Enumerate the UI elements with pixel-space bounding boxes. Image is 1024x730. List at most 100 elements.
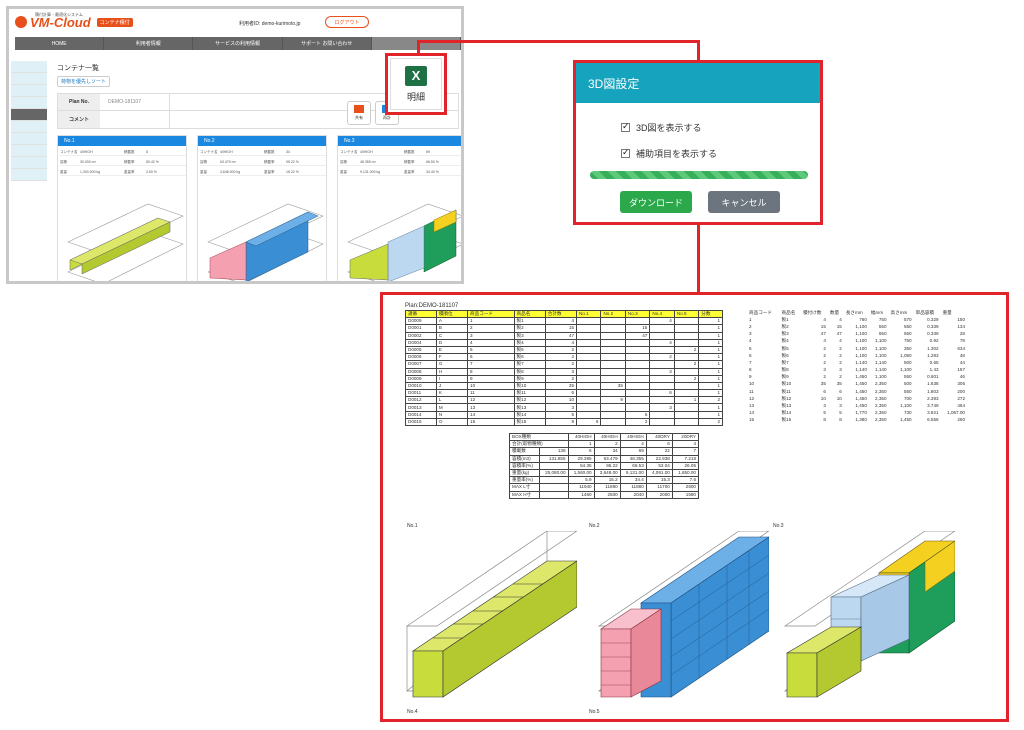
nav-service-info[interactable]: サービスの利用情報 — [193, 37, 283, 50]
table-cell — [576, 374, 602, 383]
sidebar-item[interactable] — [11, 73, 47, 85]
column-header: No.3 — [624, 309, 651, 319]
sidebar-item[interactable] — [11, 157, 47, 169]
table-cell — [600, 367, 626, 376]
table-cell: 製9 — [781, 374, 789, 380]
card-value: 6 — [146, 148, 186, 156]
table-cell: 1,100 — [855, 352, 867, 358]
show-3d-checkbox[interactable] — [621, 121, 630, 132]
table-cell: 2000 — [645, 490, 673, 499]
table-cell — [649, 331, 675, 340]
table-cell: 1,100 — [875, 352, 887, 358]
nav-home[interactable]: HOME — [15, 37, 105, 50]
cancel-button[interactable]: キャンセル — [708, 191, 780, 213]
table-cell: 95.22 — [593, 461, 621, 470]
table-cell — [600, 374, 626, 383]
table-cell — [600, 317, 626, 326]
table-cell: 11880 — [619, 483, 647, 492]
table-cell: 1,100 — [900, 403, 912, 409]
table-cell: 3 — [544, 403, 578, 412]
table-cell: 1,100 — [855, 345, 867, 351]
export-button[interactable]: 共有 — [347, 101, 371, 125]
table-cell: 2 — [823, 374, 826, 380]
table-cell: 47 — [544, 331, 578, 340]
table-cell: 53.04 — [645, 461, 673, 470]
connector-line — [417, 40, 420, 55]
table-cell: 700 — [903, 395, 912, 401]
table-cell: 7.6 — [671, 476, 700, 485]
table-cell: 7 — [671, 447, 700, 456]
table-cell: 200 — [957, 388, 965, 394]
download-button[interactable]: ダウンロード — [620, 191, 692, 213]
show-aux-option[interactable]: 補助項目を表示する — [621, 147, 717, 160]
table-cell: D0007 — [405, 360, 437, 369]
recalc-label: 再計 — [383, 115, 391, 120]
sidebar-item[interactable] — [11, 133, 47, 145]
table-cell: 2500 — [593, 490, 621, 499]
card-key: 重量 — [200, 168, 220, 176]
page-title: コンテナ一覧 — [57, 65, 99, 72]
table-cell — [649, 417, 675, 427]
nav-user-info[interactable]: 利用者情報 — [104, 37, 194, 50]
table-cell: 4 — [649, 338, 675, 347]
nav-support[interactable]: サポート お問い合わせ — [283, 37, 372, 50]
card-value: 50.42 % — [146, 158, 186, 166]
table-cell: 6 — [467, 353, 515, 362]
excel-detail-button[interactable]: X 明細 — [390, 58, 442, 110]
show-3d-option[interactable]: 3D図を表示する — [621, 121, 702, 134]
table-cell: 1 — [698, 381, 723, 391]
sidebar-item[interactable] — [11, 145, 47, 157]
column-header: No.5 — [673, 309, 700, 319]
card-value: 34.40 % — [426, 168, 461, 176]
sidebar-item[interactable] — [11, 169, 47, 181]
table-cell — [538, 476, 569, 485]
table-cell: G — [435, 360, 469, 369]
table-cell: 2 — [839, 359, 842, 365]
table-cell — [624, 345, 651, 355]
sidebar-item[interactable] — [11, 97, 47, 109]
table-cell: 1,450 — [900, 417, 912, 423]
table-cell: 2 — [673, 360, 700, 369]
sidebar-item-active[interactable] — [11, 109, 47, 121]
table-cell: 製1 — [781, 316, 789, 322]
sidebar-item[interactable] — [11, 61, 47, 73]
logout-button[interactable]: ログアウト — [325, 16, 369, 28]
plan-no-key: Plan No. — [58, 94, 100, 110]
show-aux-checkbox[interactable] — [621, 147, 630, 158]
table-cell — [673, 403, 700, 412]
table-cell: 1 — [698, 345, 723, 355]
connector-line — [697, 40, 700, 62]
table-cell: 製10 — [513, 381, 546, 391]
table-cell: 2 — [649, 353, 675, 362]
table-cell: 11880 — [593, 483, 621, 492]
table-cell: 69 — [619, 447, 647, 456]
table-cell: K — [435, 389, 469, 398]
column-header: 積付け数 — [802, 309, 822, 315]
table-cell: F — [435, 353, 469, 362]
card-key: 積載率 — [264, 158, 286, 166]
table-cell: 550 — [878, 331, 887, 337]
sidebar-item[interactable] — [11, 121, 47, 133]
table-cell — [649, 374, 675, 383]
sidebar-item[interactable] — [11, 85, 47, 97]
table-cell: 1 — [698, 353, 723, 362]
card-key: 積載率 — [404, 158, 426, 166]
excel-button-callout: X 明細 — [385, 53, 447, 115]
table-cell — [538, 483, 569, 492]
table-cell: 重量(kg) — [509, 468, 540, 478]
sort-link[interactable]: 荷物を優先しソート — [57, 76, 111, 87]
table-cell: 2 — [839, 345, 842, 351]
table-cell: 10 — [749, 381, 755, 387]
table-cell: 1,140 — [875, 359, 887, 365]
table-cell: 570 — [903, 316, 912, 322]
table-cell: 1.302 — [927, 345, 939, 351]
table-cell: 合計(取物種類) — [509, 440, 569, 449]
